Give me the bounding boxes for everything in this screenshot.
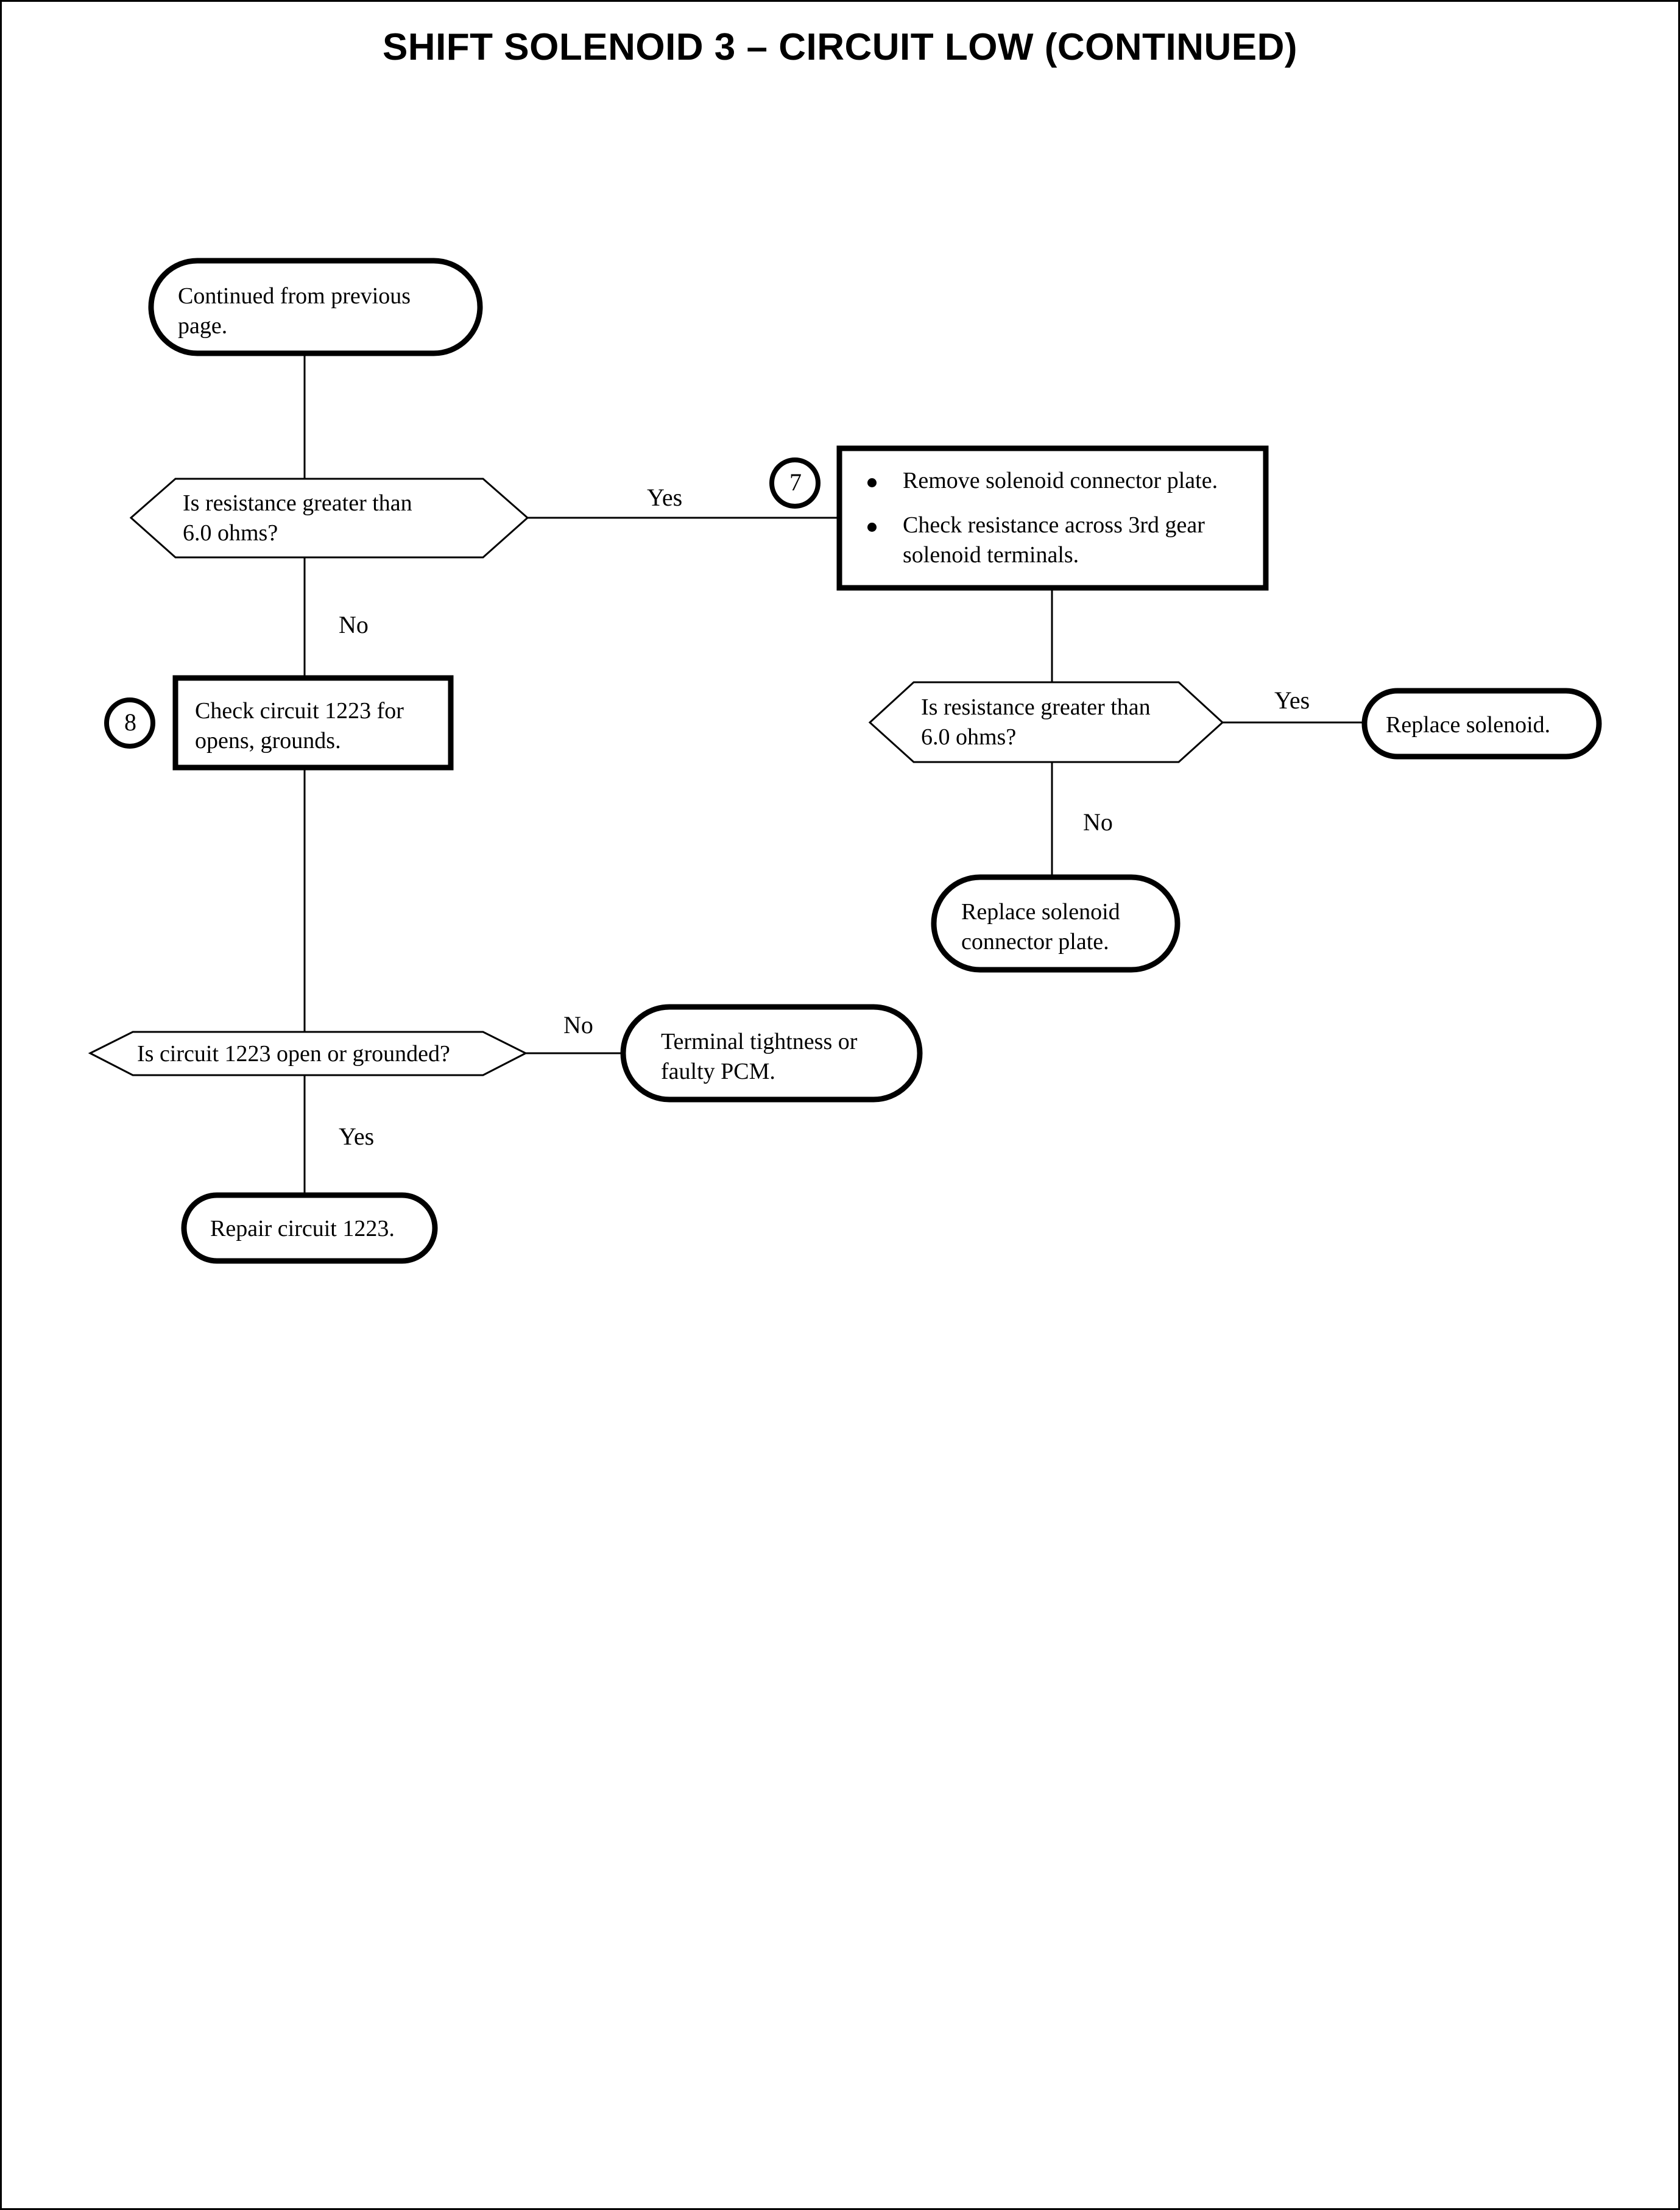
node-process-remove-check [836, 445, 1269, 591]
node-terminal-tightness-faulty-pcm [620, 1004, 923, 1103]
node-decision-resistance-2-label: Is resistance greater than 6.0 ohms? [921, 694, 1151, 750]
connector-circle-8 [104, 697, 155, 749]
bullet-point-icon [867, 523, 877, 532]
node-decision-resistance-1-label: Is resistance greater than 6.0 ohms? [183, 490, 412, 546]
edge-label-n4-yes: Yes [1274, 687, 1310, 714]
edge-label-n2-yes: Yes [647, 484, 683, 511]
connector-circle-8-label: 8 [124, 708, 136, 736]
node-process-check-circuit-1223 [172, 675, 454, 771]
node-replace-solenoid-label: Replace solenoid. [1386, 712, 1551, 738]
node-terminal-tightness-faulty-pcm-label: Terminal tightness or faulty PCM. [661, 1029, 858, 1084]
node-repair-circuit-1223-label: Repair circuit 1223. [210, 1216, 395, 1241]
page-title: SHIFT SOLENOID 3 – CIRCUIT LOW (CONTINUE… [382, 26, 1298, 68]
node-replace-connector-plate-label: Replace solenoid connector plate. [961, 899, 1120, 955]
node-process-check-circuit-1223-label: Check circuit 1223 for opens, grounds. [195, 698, 404, 754]
bullet-point-icon [867, 478, 877, 487]
node-process-bullet-2: Check resistance across 3rd gear solenoi… [903, 512, 1205, 568]
node-decision-resistance-2 [868, 681, 1224, 763]
connector-circle-7-label: 7 [789, 468, 802, 496]
node-decision-circuit-open-grounded [88, 1031, 528, 1076]
node-replace-solenoid [1361, 688, 1602, 760]
edge-label-n2-no: No [339, 611, 369, 638]
node-decision-resistance-1 [129, 478, 529, 559]
flow-connector-lines [303, 353, 1364, 1195]
node-decision-circuit-open-grounded-label: Is circuit 1223 open or grounded? [137, 1041, 450, 1067]
node-process-bullet-1: Remove solenoid connector plate. [903, 468, 1218, 493]
edge-label-n4-no: No [1083, 808, 1113, 836]
edge-label-n8-no: No [563, 1011, 593, 1039]
node-repair-circuit-1223 [181, 1192, 438, 1264]
node-continued-from-previous-page [148, 258, 483, 356]
node-continued-from-previous-page-label: Continued from previous page. [178, 283, 411, 339]
connector-circle-7 [769, 457, 821, 509]
edge-label-n8-yes: Yes [339, 1123, 375, 1150]
node-replace-connector-plate [931, 874, 1181, 973]
